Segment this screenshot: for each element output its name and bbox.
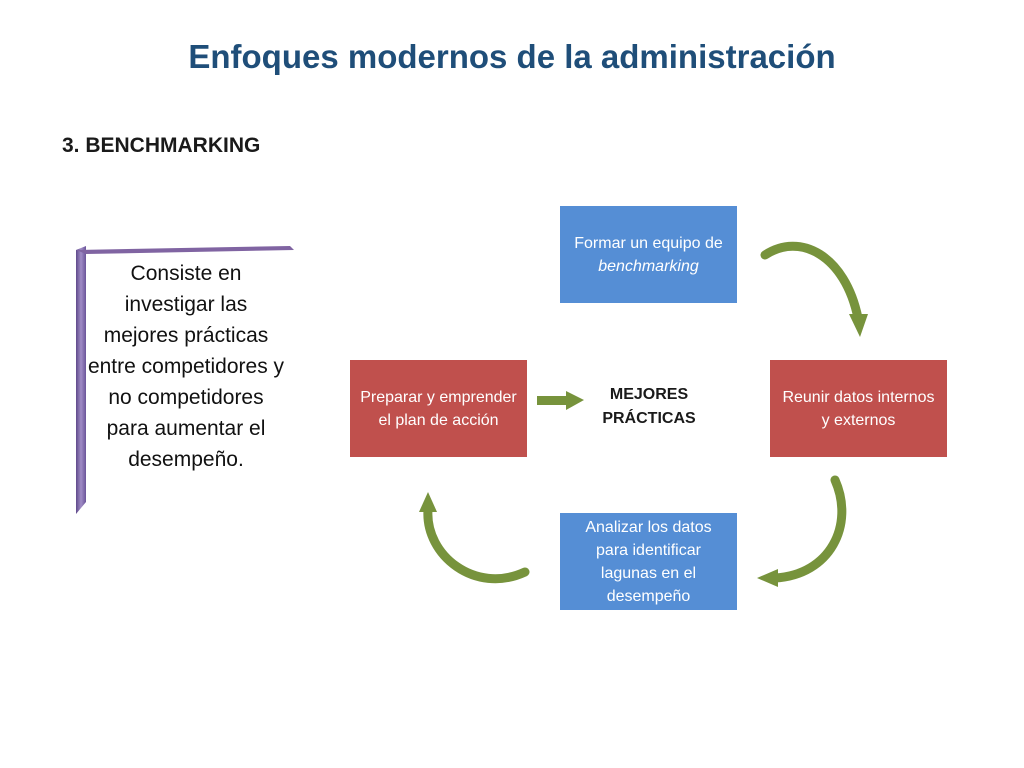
curved-arrow-bottom-right [757,475,847,587]
cycle-step-analyze-data-label: Analizar los datos para identificar lagu… [585,518,712,605]
slide-title: Enfoques modernos de la administración [188,38,836,75]
benchmarking-emphasis: benchmarking [598,257,699,275]
bracket-vertical [76,246,86,514]
curved-arrow-bottom-left [419,492,530,584]
definition-bracket [76,246,294,514]
cycle-step-action-plan: Preparar y emprender el plan de acción [350,360,527,457]
section-heading: 3. BENCHMARKING [62,134,261,157]
definition-text: Consiste en investigar las mejores práct… [87,262,285,471]
cycle-step-gather-data: Reunir datos internos y externos [770,360,947,457]
straight-arrow-to-center [537,391,584,410]
cycle-step-gather-data-label: Reunir datos internos y externos [782,388,935,429]
curved-arrow-top-right [760,241,868,337]
center-label-line-2: PRÁCTICAS [602,410,696,427]
cycle-step-analyze-data: Analizar los datos para identificar lagu… [560,513,737,610]
center-label-line-1: MEJORES [609,386,689,403]
cycle-step-form-team-label: Formar un equipo de benchmarking [574,234,723,275]
cycle-step-form-team: Formar un equipo de benchmarking [560,206,737,303]
center-label-best-practices: MEJORES PRÁCTICAS [580,383,718,431]
bracket-horizontal [76,246,294,254]
cycle-step-action-plan-label: Preparar y emprender el plan de acción [360,388,517,429]
